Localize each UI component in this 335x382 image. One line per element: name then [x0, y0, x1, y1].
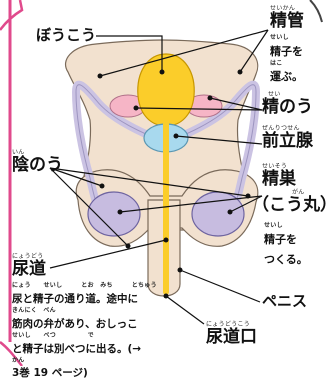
- ruby: かん: [12, 357, 157, 366]
- label-innou-text: 陰のう: [12, 155, 63, 175]
- nyoudou-desc-line-3: せいし べつ でと精子は別べつに出る。(→: [12, 332, 157, 357]
- label-kougan: がん （こう丸）: [252, 190, 335, 214]
- nyoudou-description: にょう せいし とお みち とちゅう尿と精子の通り道。途中に きんにく べん筋肉…: [12, 282, 157, 382]
- text: と精子は別べつに出る。(→: [12, 343, 141, 355]
- text: 精子を: [270, 45, 303, 58]
- dot-seikan-right: [238, 70, 243, 75]
- label-seisou: せいそう 精巣: [262, 164, 296, 188]
- text: 運ぶ。: [270, 70, 303, 83]
- text: 筋肉の弁があり、おしっこ: [12, 318, 138, 330]
- label-zenritsusen: ぜんりつせん 前立腺: [262, 126, 313, 150]
- dot-seikan-left: [98, 74, 103, 79]
- bladder: [138, 54, 194, 126]
- ruby: はこ: [270, 60, 303, 69]
- seikan-desc-line-1: せいし精子を: [270, 34, 303, 60]
- leader-penis: [180, 270, 260, 302]
- text: 精子を: [264, 233, 297, 246]
- dot-seinou-left: [134, 106, 139, 111]
- text: 3巻 19 ページ): [12, 367, 88, 379]
- ruby: せいし: [264, 222, 308, 231]
- dot-zenritsusen: [174, 134, 179, 139]
- dot-penis: [178, 268, 183, 273]
- label-seinou-text: 精のう: [262, 97, 313, 117]
- dot-bokokou: [160, 70, 165, 75]
- label-seisou-text: 精巣: [262, 169, 296, 189]
- ruby: きんにく べん: [12, 307, 157, 316]
- label-seikan: せいかん 精管: [270, 6, 304, 30]
- dot-seisou-left: [118, 210, 123, 215]
- label-penis: ペニス: [262, 294, 307, 309]
- label-innou: いん 陰のう: [12, 150, 63, 174]
- label-penis-text: ペニス: [262, 292, 307, 310]
- label-bokokou: ぼうこう: [36, 28, 96, 43]
- frame-curl-right: [310, 0, 322, 22]
- ruby: せいし べつ で: [12, 332, 157, 341]
- leader-nyoudoukou: [166, 296, 204, 324]
- seisou-desc-line-2: つくる。: [264, 252, 308, 268]
- text: 尿と精子の通り道。途中に: [12, 293, 138, 305]
- label-nyoudou: にょうどう 尿道: [12, 254, 46, 278]
- dot-innou-right: [246, 194, 251, 199]
- ruby: せいし: [270, 34, 303, 43]
- reproductive-system-diagram: ぼうこう せいかん 精管 せいし精子を はこ運ぶ。 せい 精のう ぜんりつせん …: [0, 0, 335, 366]
- seisou-desc-line-1: せいし精子を: [264, 222, 308, 248]
- seikan-desc-line-2: はこ運ぶ。: [270, 60, 303, 86]
- label-nyoudoukou: にょうどうこう 尿道口: [206, 322, 257, 346]
- label-kougan-text: （こう丸）: [252, 195, 335, 215]
- label-seikan-text: 精管: [270, 11, 304, 31]
- label-zenritsusen-text: 前立腺: [262, 131, 313, 151]
- label-nyoudou-text: 尿道: [12, 259, 46, 279]
- label-bokokou-text: ぼうこう: [36, 26, 96, 44]
- seikan-description: せいし精子を はこ運ぶ。: [270, 34, 303, 85]
- ruby: にょう せいし とお みち とちゅう: [12, 282, 157, 291]
- dot-nyoudou: [164, 238, 169, 243]
- dot-nyoudoukou: [164, 294, 169, 299]
- label-nyoudoukou-text: 尿道口: [206, 327, 257, 347]
- dot-innou-left: [100, 184, 105, 189]
- dot-seinou-right: [208, 96, 213, 101]
- dot-seisou-right: [228, 210, 233, 215]
- nyoudou-desc-line-1: にょう せいし とお みち とちゅう尿と精子の通り道。途中に: [12, 282, 157, 307]
- text: つくる。: [264, 253, 308, 266]
- seisou-description: せいし精子を つくる。: [264, 222, 308, 268]
- label-seinou: せい 精のう: [262, 92, 313, 116]
- nyoudou-desc-line-2: きんにく べん筋肉の弁があり、おしっこ: [12, 307, 157, 332]
- dot-innou-bottom: [126, 244, 131, 249]
